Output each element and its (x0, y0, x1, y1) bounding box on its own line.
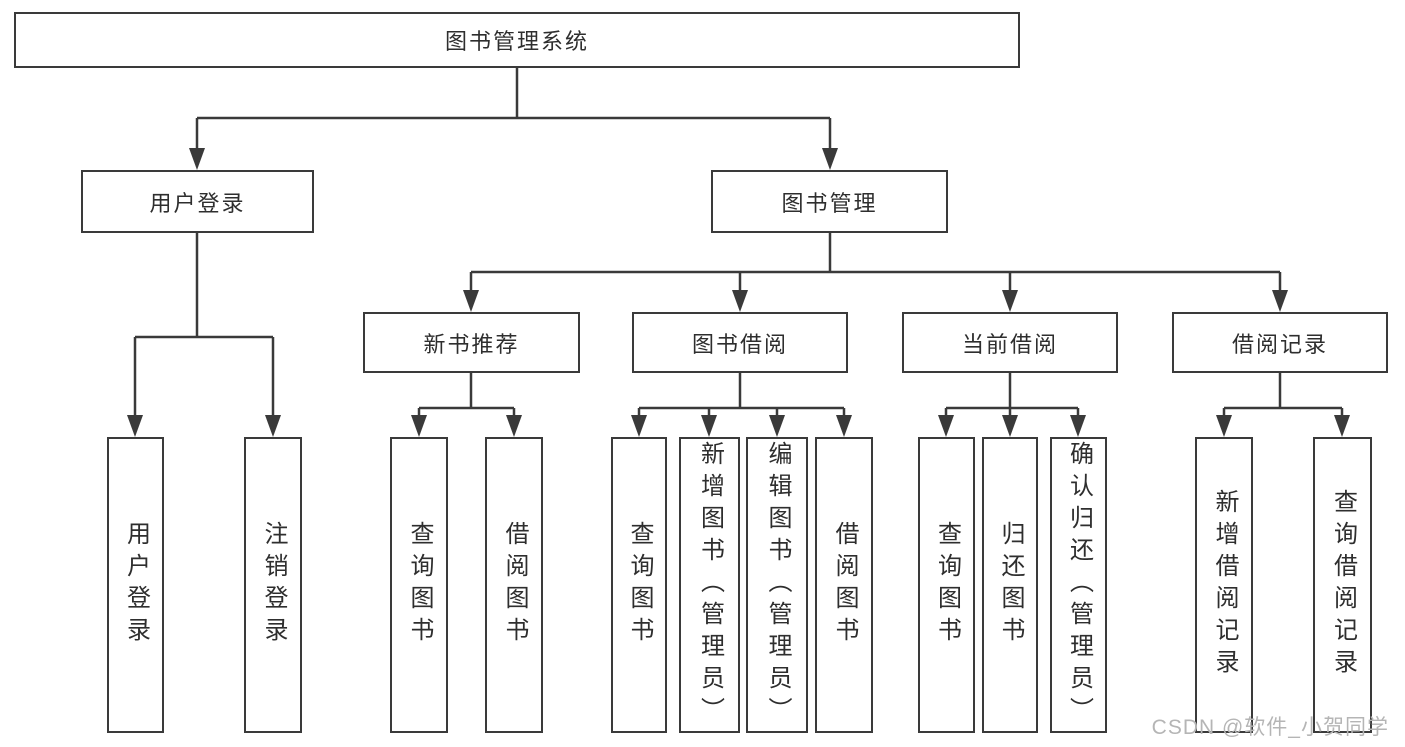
leaf-label: 新增图书（管理员） (696, 441, 724, 729)
leaf-current-return-book: 归还图书 (982, 437, 1038, 733)
node-label: 用户登录 (149, 190, 246, 216)
leaf-current-confirm-return-admin: 确认归还（管理员） (1050, 437, 1107, 733)
leaf-borrowing-edit-book-admin: 编辑图书（管理员） (746, 437, 808, 733)
watermark-csdn: CSDN @软件_小贺同学 (1151, 716, 1389, 739)
leaf-user-login: 用户登录 (107, 437, 164, 733)
leaf-borrowing-add-book-admin: 新增图书（管理员） (679, 437, 740, 733)
node-library-management-system: 图书管理系统 (14, 12, 1020, 68)
leaf-label: 确认归还（管理员） (1065, 441, 1093, 729)
leaf-label: 归还图书 (997, 521, 1024, 649)
leaf-label: 编辑图书（管理员） (764, 441, 791, 729)
node-user-login: 用户登录 (81, 170, 314, 233)
node-label: 图书借阅 (691, 331, 788, 357)
node-book-management: 图书管理 (711, 170, 948, 233)
node-label: 当前借阅 (961, 331, 1058, 357)
leaf-logout: 注销登录 (244, 437, 302, 733)
leaf-label: 查询图书 (406, 521, 433, 649)
node-label: 借阅记录 (1231, 331, 1328, 357)
node-label: 图书管理 (781, 190, 878, 216)
leaf-recommend-query-book: 查询图书 (390, 437, 448, 733)
leaf-borrowing-query-book: 查询图书 (611, 437, 667, 733)
leaf-recommend-borrow-book: 借阅图书 (485, 437, 543, 733)
leaf-label: 借阅图书 (831, 521, 858, 649)
leaf-label: 查询图书 (933, 521, 961, 649)
leaf-label: 借阅图书 (501, 521, 528, 649)
leaf-label: 查询借阅记录 (1329, 489, 1357, 681)
leaf-label: 注销登录 (260, 521, 287, 649)
node-borrowing-records: 借阅记录 (1172, 312, 1388, 373)
node-label: 新书推荐 (423, 331, 520, 357)
leaf-borrowing-borrow-book: 借阅图书 (815, 437, 873, 733)
node-new-book-recommendation: 新书推荐 (363, 312, 580, 373)
leaf-records-add-record: 新增借阅记录 (1195, 437, 1253, 733)
leaf-records-query-record: 查询借阅记录 (1313, 437, 1372, 733)
leaf-current-query-book: 查询图书 (918, 437, 975, 733)
node-current-borrowing: 当前借阅 (902, 312, 1118, 373)
leaf-label: 用户登录 (122, 521, 150, 649)
leaf-label: 新增借阅记录 (1211, 489, 1238, 681)
node-label: 图书管理系统 (444, 29, 589, 54)
node-book-borrowing: 图书借阅 (632, 312, 848, 373)
leaf-label: 查询图书 (626, 521, 653, 649)
